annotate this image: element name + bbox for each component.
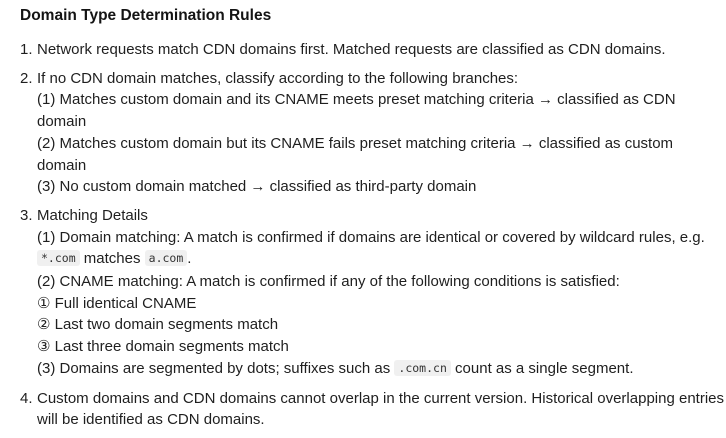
- code-wildcard: *.com: [37, 250, 80, 267]
- cname-condition: ① Full identical CNAME: [37, 294, 197, 312]
- rule-number: 4.: [20, 389, 33, 407]
- rule-3: 3. Matching Details (1) Domain matching:…: [20, 205, 726, 381]
- branch-item: (3) No custom domain matched → classifie…: [37, 178, 477, 196]
- rule-text: Matching Details: [37, 206, 148, 224]
- cname-matching-intro: (2) CNAME matching: A match is confirmed…: [37, 273, 620, 291]
- segment-rule-text: (3) Domains are segmented by dots; suffi…: [37, 358, 726, 381]
- cname-condition: ② Last two domain segments match: [37, 316, 279, 334]
- domain-matching-text: (1) Domain matching: A match is confirme…: [37, 227, 726, 271]
- rules-list: 1. Network requests match CDN domains fi…: [20, 39, 726, 431]
- rule-4: 4. Custom domains and CDN domains cannot…: [20, 388, 726, 431]
- rule-number: 3.: [20, 206, 33, 224]
- matching-details: (1) Domain matching: A match is confirme…: [37, 227, 726, 381]
- text-span: matches: [79, 250, 145, 268]
- branch-item: (1) Matches custom domain and its CNAME …: [37, 91, 676, 131]
- cname-condition: ③ Last three domain segments match: [37, 338, 289, 356]
- rule-2: 2. If no CDN domain matches, classify ac…: [20, 68, 726, 198]
- rule-number: 1.: [20, 41, 33, 58]
- text-span: .: [187, 250, 192, 268]
- text-span: (3) Domains are segmented by dots; suffi…: [37, 359, 395, 377]
- rule-text: If no CDN domain matches, classify accor…: [37, 69, 519, 87]
- branch-list: (1) Matches custom domain and its CNAME …: [37, 89, 726, 198]
- code-domain: a.com: [144, 250, 188, 267]
- text-span: (1) Domain matching: A match is confirme…: [37, 228, 705, 246]
- rule-text: Network requests match CDN domains first…: [37, 41, 666, 58]
- code-suffix: .com.cn: [394, 359, 451, 376]
- rule-text: Custom domains and CDN domains cannot ov…: [37, 389, 724, 429]
- rule-number: 2.: [20, 69, 33, 87]
- page-title: Domain Type Determination Rules: [20, 7, 272, 24]
- rule-1: 1. Network requests match CDN domains fi…: [20, 39, 726, 61]
- branch-item: (2) Matches custom domain but its CNAME …: [37, 134, 674, 174]
- text-span: count as a single segment.: [450, 359, 634, 377]
